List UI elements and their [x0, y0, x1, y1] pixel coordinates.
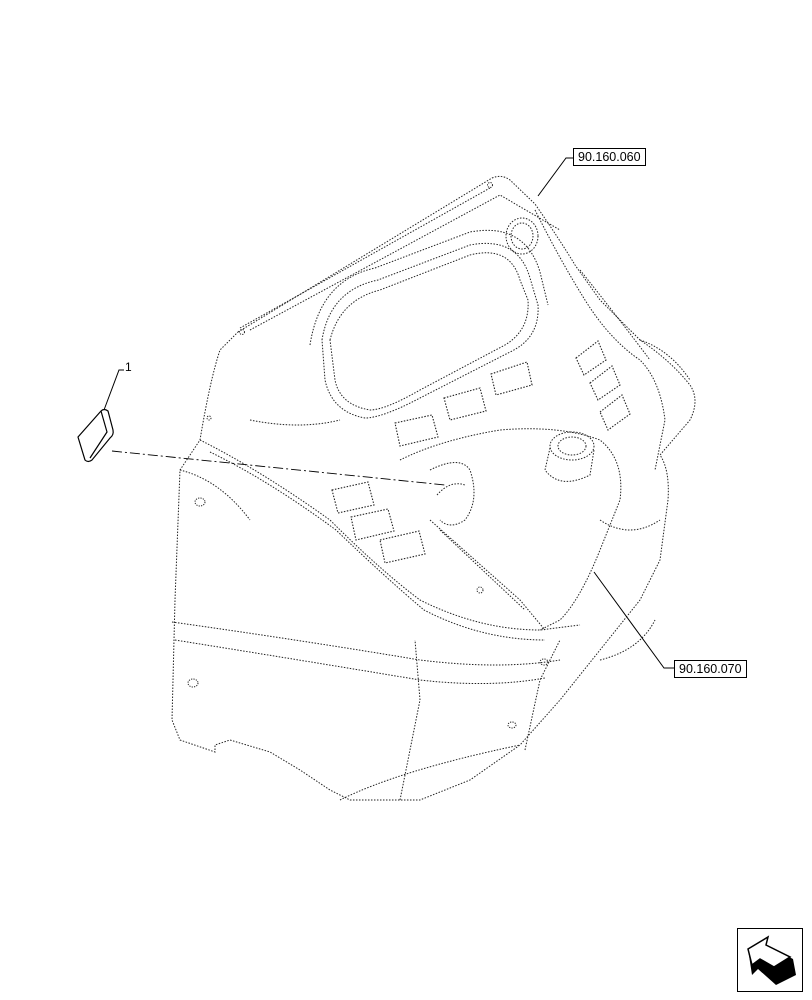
return-navigation-button[interactable] [737, 928, 803, 992]
switch-buttons [331, 340, 631, 564]
reference-callout-90-160-070[interactable]: 90.160.070 [674, 660, 747, 678]
reference-callout-90-160-060[interactable]: 90.160.060 [573, 148, 646, 166]
item-number-1: 1 [125, 360, 132, 374]
dashboard-housing [171, 175, 696, 801]
leader-lines [103, 157, 674, 669]
return-arrow-icon [747, 935, 796, 985]
assembly-axis-line [111, 450, 446, 486]
screw-bosses [187, 182, 549, 729]
item-1-cap[interactable] [77, 408, 114, 463]
